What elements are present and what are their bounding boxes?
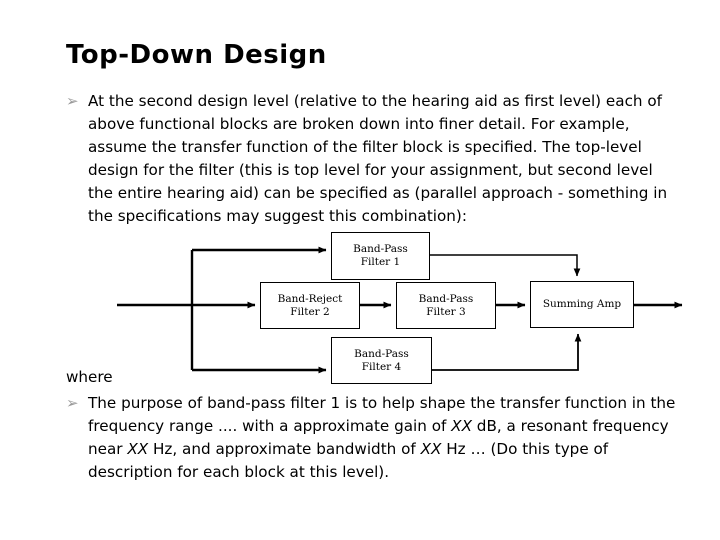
where-label: where [66, 368, 113, 386]
bullet-arrow-icon: ➢ [66, 394, 79, 412]
block-band-pass-filter-1[interactable]: Band-Pass Filter 1 [331, 232, 430, 280]
block-band-pass-filter-4[interactable]: Band-Pass Filter 4 [331, 337, 432, 384]
block-summing-amp[interactable]: Summing Amp [530, 281, 634, 328]
block-band-reject-filter-2[interactable]: Band-Reject Filter 2 [260, 282, 360, 329]
block-label-line1: Summing Amp [542, 298, 622, 310]
bullet-arrow-icon: ➢ [66, 92, 79, 110]
block-label-line2: Filter 2 [290, 305, 330, 318]
block-band-pass-filter-3[interactable]: Band-Pass Filter 3 [396, 282, 496, 329]
block-label-line1: Band-Reject [277, 292, 343, 305]
bullet-1-text: At the second design level (relative to … [88, 92, 668, 225]
bullet-2-text: The purpose of band-pass filter 1 is to … [88, 394, 676, 481]
block-label-line2: Filter 3 [426, 305, 466, 318]
wire-bpf4-to-summing-amp [432, 333, 582, 371]
block-label-line1: Band-Pass [354, 347, 409, 360]
wire-bpf1-to-summing-amp [430, 254, 581, 277]
block-label-line2: Filter 4 [361, 360, 402, 373]
block-label-line1: Band-Pass [418, 292, 474, 305]
block-label-line2: Filter 1 [360, 256, 401, 268]
page-title: Top-Down Design [66, 40, 327, 70]
block-label-line1: Band-Pass [353, 243, 408, 255]
bullet-item-1: ➢ At the second design level (relative t… [66, 90, 678, 228]
bullet-item-2: ➢ The purpose of band-pass filter 1 is t… [66, 392, 678, 484]
